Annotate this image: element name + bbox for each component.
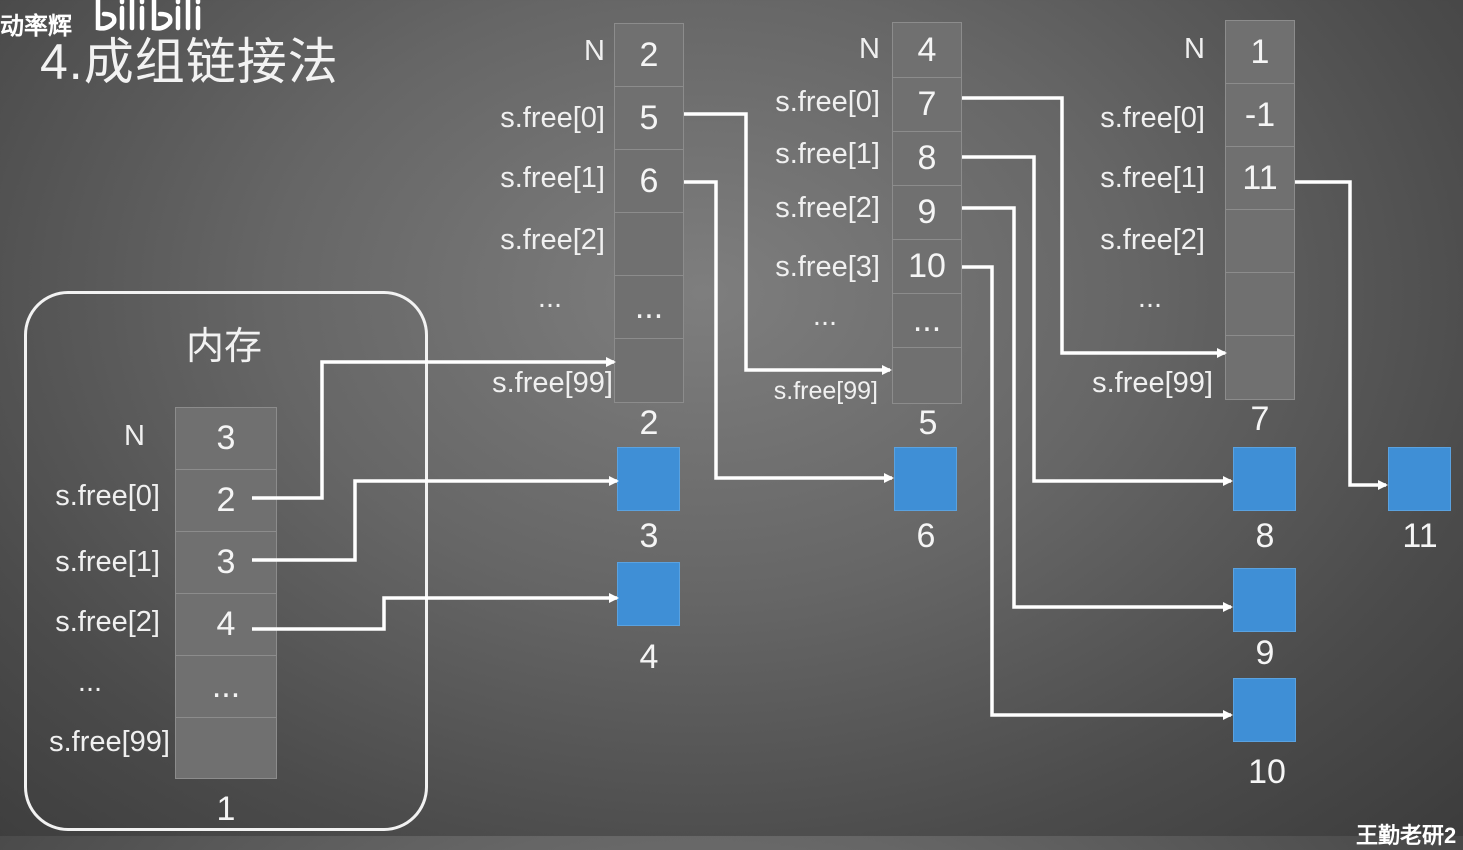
free-block-11	[1388, 447, 1451, 511]
free-block-3-label: 3	[639, 517, 659, 555]
arrow-b-free3-to-block10	[962, 265, 1233, 720]
memory-stack-array: 3 2 3 4 ...	[175, 407, 277, 779]
memory-label-n: N	[124, 420, 145, 452]
group-b-cell-free1: 8	[893, 132, 961, 186]
group-b-label-ellipsis: ...	[812, 300, 838, 332]
group-b-label-free3: s.free[3]	[775, 251, 880, 283]
group-b-cell-n: 4	[893, 23, 961, 78]
arrow-b-free0-to-block7	[962, 96, 1227, 358]
arrow-mem-free0-to-block2	[252, 357, 616, 500]
free-block-8	[1233, 447, 1296, 511]
arrow-mem-free2-to-block4	[252, 593, 619, 631]
group-c-label-free0: s.free[0]	[1100, 102, 1205, 134]
group-a-label-n: N	[584, 35, 605, 67]
memory-cell-free2: 4	[176, 594, 276, 656]
group-a-cell-free1: 6	[615, 150, 683, 213]
group-c-label-ellipsis: ...	[1137, 282, 1163, 314]
group-c-cell-free2	[1226, 210, 1294, 273]
group-a-label-free2: s.free[2]	[500, 224, 605, 256]
arrow-b-free2-to-block9	[962, 206, 1233, 612]
group-c-label-free99: s.free[99]	[1092, 367, 1213, 399]
group-a-cell-ellipsis: ...	[615, 276, 683, 339]
memory-cell-ellipsis: ...	[176, 656, 276, 718]
group-b-block-number: 5	[918, 404, 938, 442]
group-c-cell-ellipsis	[1226, 273, 1294, 336]
group-b-label-free99: s.free[99]	[773, 377, 878, 405]
group-b-label-n: N	[859, 33, 880, 65]
bilibili-logo	[95, 0, 201, 31]
free-block-10-label: 10	[1248, 753, 1286, 791]
group-a-block-number: 2	[639, 404, 659, 442]
group-a-cell-n: 2	[615, 24, 683, 87]
group-b-cell-free0: 7	[893, 78, 961, 132]
memory-cell-n: 3	[176, 408, 276, 470]
memory-label-free1: s.free[1]	[55, 546, 160, 578]
group-array-block-2: 2 5 6 ...	[614, 23, 684, 403]
memory-label-ellipsis: ...	[77, 666, 103, 698]
free-block-4-label: 4	[639, 638, 659, 676]
free-block-9-label: 9	[1255, 634, 1275, 672]
group-a-cell-free0: 5	[615, 87, 683, 150]
memory-block-number: 1	[216, 790, 236, 828]
memory-label-free0: s.free[0]	[55, 480, 160, 512]
memory-label-free99: s.free[99]	[49, 726, 170, 758]
free-block-6	[894, 447, 957, 511]
page-title: 4.成组链接法	[40, 34, 339, 90]
memory-cell-free0: 2	[176, 470, 276, 532]
free-block-10	[1233, 678, 1296, 742]
free-block-11-label: 11	[1402, 517, 1438, 555]
arrow-c-free1-to-block11	[1295, 180, 1388, 490]
group-array-block-5: 4 7 8 9 10 ...	[892, 22, 962, 404]
arrow-mem-free1-to-block3	[252, 476, 619, 562]
arrow-a-free0-to-block5	[684, 112, 892, 375]
group-c-cell-free1: 11	[1226, 147, 1294, 210]
arrow-a-free1-to-block6	[684, 180, 894, 483]
group-c-label-n: N	[1184, 33, 1205, 65]
group-c-label-free1: s.free[1]	[1100, 162, 1205, 194]
memory-label-free2: s.free[2]	[55, 606, 160, 638]
group-b-label-free0: s.free[0]	[775, 86, 880, 118]
arrow-b-free1-to-block8	[962, 155, 1233, 486]
watermark-text: 动率辉	[0, 13, 72, 40]
group-a-label-ellipsis: ...	[537, 282, 563, 314]
free-block-9	[1233, 568, 1296, 632]
memory-cell-free1: 3	[176, 532, 276, 594]
group-a-label-free1: s.free[1]	[500, 162, 605, 194]
free-block-6-label: 6	[916, 517, 936, 555]
memory-title: 内存	[186, 326, 263, 368]
memory-box	[24, 291, 428, 831]
group-c-cell-free0: -1	[1226, 84, 1294, 147]
group-array-block-7: 1 -1 11	[1225, 20, 1295, 400]
group-b-cell-ellipsis: ...	[893, 294, 961, 348]
group-b-cell-free2: 9	[893, 186, 961, 240]
group-c-block-number: 7	[1250, 400, 1270, 438]
group-a-label-free0: s.free[0]	[500, 102, 605, 134]
free-block-8-label: 8	[1255, 517, 1275, 555]
group-b-label-free1: s.free[1]	[775, 138, 880, 170]
group-a-label-free99: s.free[99]	[492, 367, 613, 399]
group-a-cell-free2	[615, 213, 683, 276]
group-c-cell-n: 1	[1226, 21, 1294, 84]
group-b-label-free2: s.free[2]	[775, 192, 880, 224]
group-b-cell-free3: 10	[893, 240, 961, 294]
group-c-label-free2: s.free[2]	[1100, 224, 1205, 256]
